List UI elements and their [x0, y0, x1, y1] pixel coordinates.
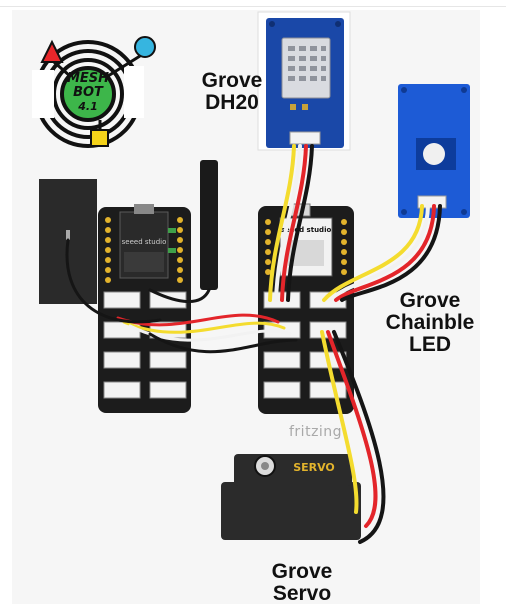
label-led-line-3: LED	[409, 333, 451, 356]
logo-line-1: MESH	[67, 71, 109, 86]
servo-body-label: SERVO	[293, 461, 335, 474]
esp-brand-text: seeed studio	[281, 226, 332, 234]
servo-motor: SERVO	[221, 454, 361, 540]
label-grove-chainable-led: Grove Chainble LED	[378, 290, 482, 356]
label-led-line-1: Grove	[399, 289, 461, 312]
logo-line-2: BOT	[73, 85, 104, 100]
wifi-antenna	[200, 160, 218, 290]
label-dh20-line-2: DH20	[205, 91, 259, 114]
chainable-led-module	[398, 84, 470, 218]
xiao-expansion-board: seeed studio	[98, 204, 191, 413]
label-servo-line-2: Servo	[272, 582, 332, 605]
fritzing-watermark: fritzing	[289, 424, 343, 440]
label-led-line-2: Chainble	[385, 311, 475, 334]
label-grove-servo: Grove Servo	[262, 561, 342, 605]
meshbot-logo: MESH BOT 4.1	[32, 36, 156, 148]
label-grove-dh20: Grove DH20	[194, 70, 270, 114]
wires	[65, 144, 442, 544]
label-dh20-line-1: Grove	[201, 69, 263, 92]
dh20-sensor-module	[257, 11, 351, 151]
label-servo-line-1: Grove	[271, 560, 333, 583]
logo-line-3: 4.1	[77, 100, 98, 113]
esp32-grove-board: seeed studio	[258, 203, 354, 414]
xiao-brand-text: seeed studio	[122, 238, 167, 246]
window-top-border	[0, 6, 506, 7]
